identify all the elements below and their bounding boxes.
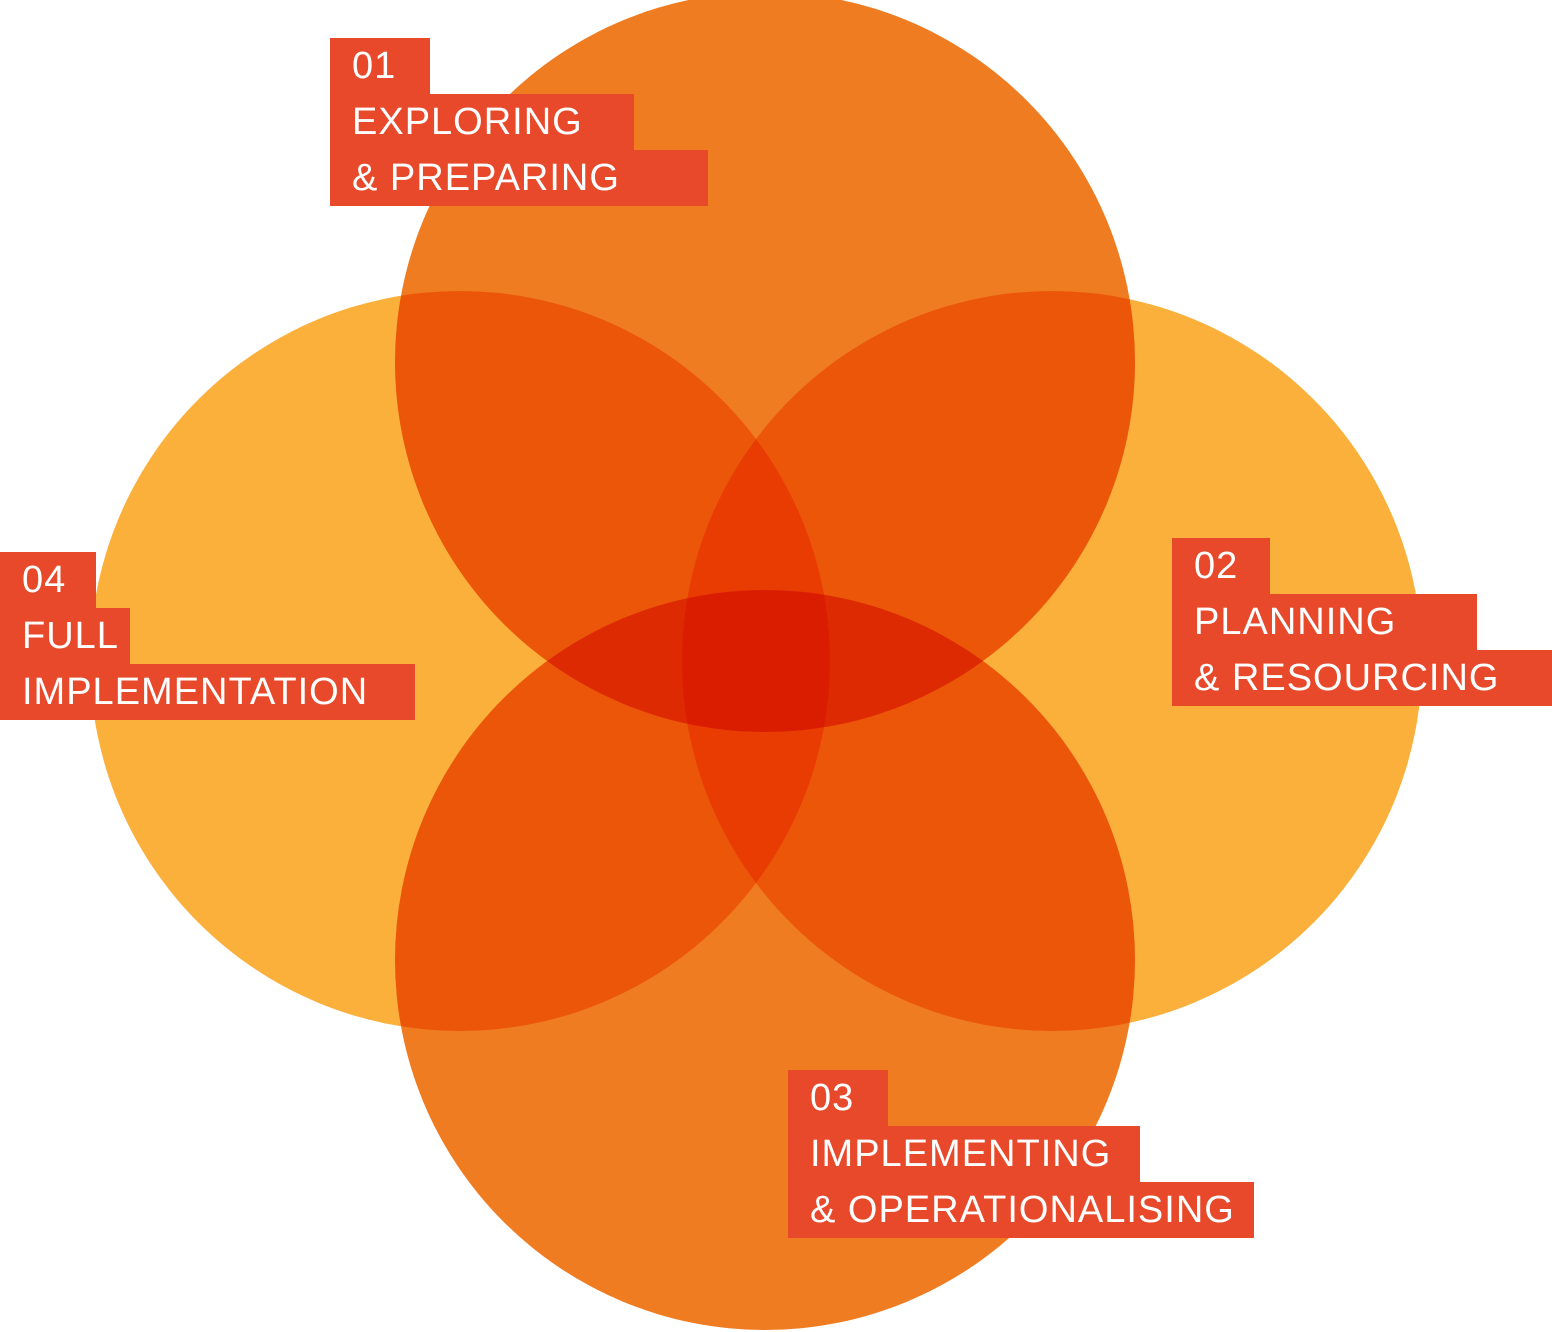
- phase-number: 02: [1172, 538, 1270, 594]
- phase-title-line1: PLANNING: [1172, 594, 1477, 650]
- phase-number: 04: [0, 552, 96, 608]
- phase-title-line1: FULL: [0, 608, 130, 664]
- label-full-implementation: 04 FULL IMPLEMENTATION: [0, 552, 415, 720]
- phase-number: 01: [330, 38, 430, 94]
- phase-title-line1: EXPLORING: [330, 94, 634, 150]
- label-planning-resourcing: 02 PLANNING & RESOURCING: [1172, 538, 1552, 706]
- phase-title-line2: & PREPARING: [330, 150, 708, 206]
- phase-number: 03: [788, 1070, 888, 1126]
- label-implementing-operationalising: 03 IMPLEMENTING & OPERATIONALISING: [788, 1070, 1254, 1238]
- phase-title-line2: & RESOURCING: [1172, 650, 1552, 706]
- label-exploring-preparing: 01 EXPLORING & PREPARING: [330, 38, 708, 206]
- phase-title-line1: IMPLEMENTING: [788, 1126, 1140, 1182]
- circle-full-implementation: [90, 291, 830, 1031]
- phase-title-line2: & OPERATIONALISING: [788, 1182, 1254, 1238]
- phase-title-line2: IMPLEMENTATION: [0, 664, 415, 720]
